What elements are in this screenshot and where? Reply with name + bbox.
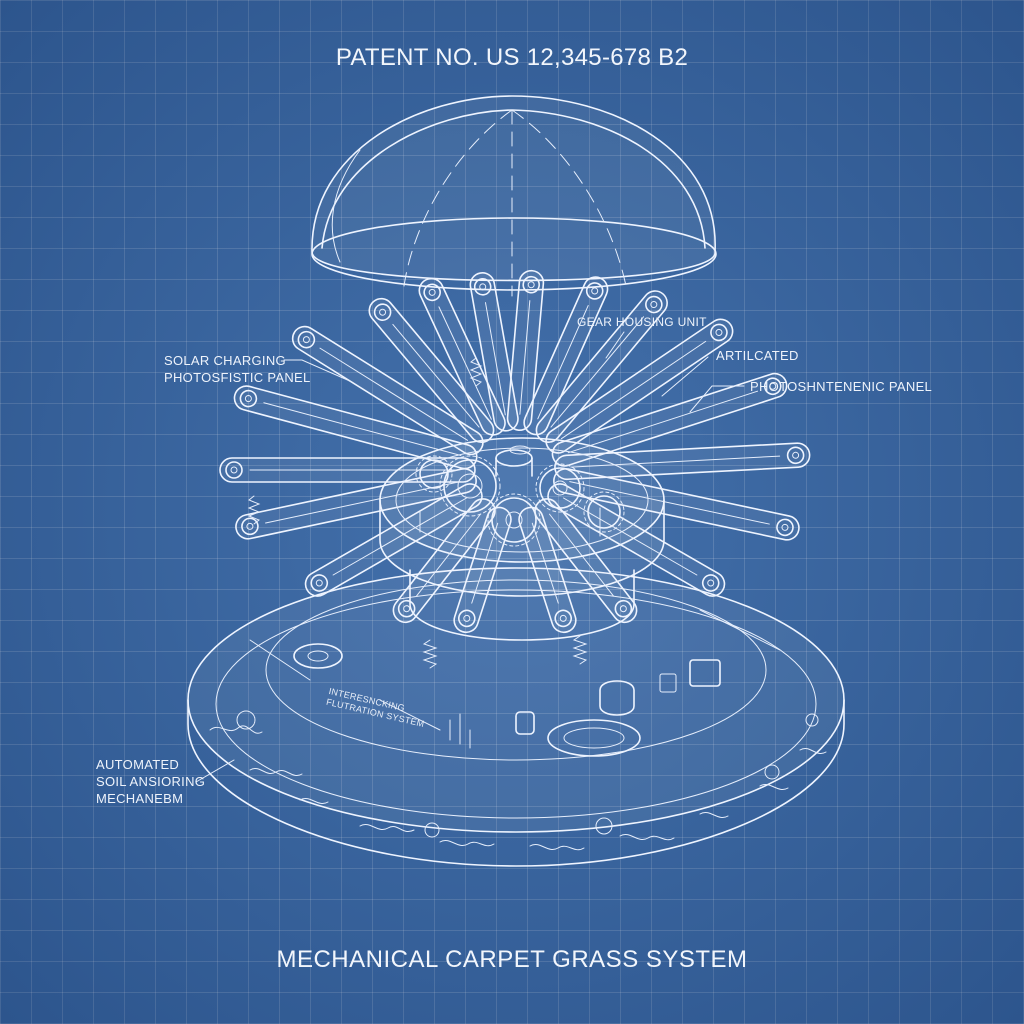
leader-gear-housing	[605, 331, 625, 359]
figure-title: MECHANICAL CARPET GRASS SYSTEM	[276, 946, 748, 973]
springs	[247, 357, 588, 669]
leader-lines	[195, 331, 745, 783]
leader-soil-anchoring	[195, 759, 235, 783]
patent-number: PATENT NO. US 12,345-678 B2	[335, 44, 689, 71]
leader-articulated	[661, 356, 709, 397]
label-soil-anchoring-mechanism: AUTOMATED SOIL ANSIORING MECHANEBM	[96, 757, 206, 806]
label-solar-charging-panel: SOLAR CHARGING PHOTOSFISTIC PANEL	[164, 353, 311, 385]
leader-photo-panel	[689, 385, 745, 413]
label-gear-housing-unit: GEAR HOUSING UNIT	[577, 315, 707, 329]
leader-solar-panel	[283, 359, 353, 383]
label-articulated: ARTILCATED	[716, 348, 799, 363]
gear-housing-unit	[379, 437, 665, 641]
base-platform	[187, 567, 845, 867]
articulated-arms	[219, 269, 811, 634]
label-photo-panel: PHOTOSHNTENENIC PANEL	[750, 379, 933, 394]
dome-cover	[311, 95, 717, 297]
